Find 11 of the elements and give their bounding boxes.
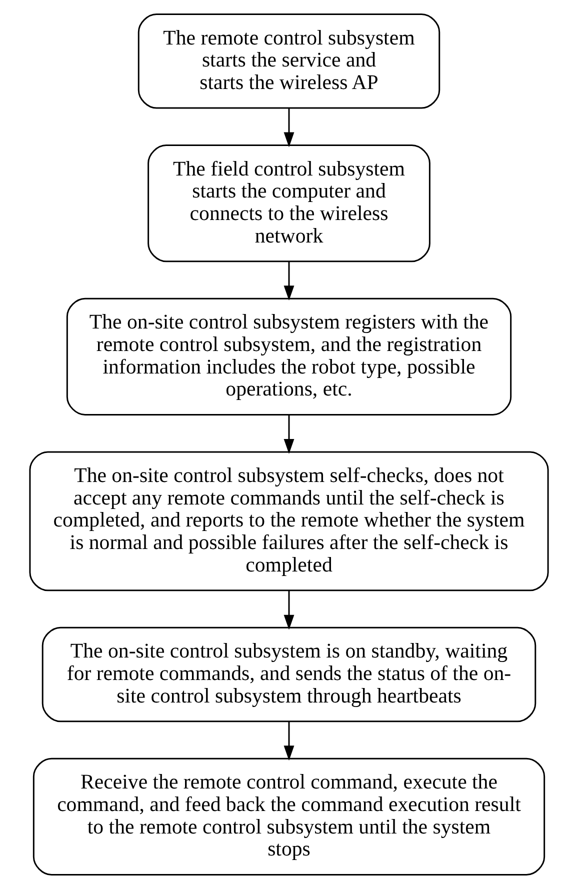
arrow — [283, 108, 294, 148]
node-box: The on-site control subsystem registers with the remote control subsystem, and the registration information includes the robot type, possible operations, etc. — [66, 298, 512, 416]
arrow — [283, 722, 294, 761]
arrow — [283, 262, 294, 300]
node-box: The on-site control subsystem is on standby, waiting for remote commands, and sends the status of the on-site control subsystem through heartbeats — [41, 626, 536, 722]
arrow — [283, 415, 294, 454]
arrow — [283, 590, 294, 630]
node-box: The on-site control subsystem self-checks, does not accept any remote commands until the self-check is completed, and reports to the remote whether the system is normal and possible failures after the self-check is completed — [28, 451, 548, 592]
node-box: The remote control subsystem starts the service and starts the wireless AP — [137, 14, 440, 109]
node-box: The field control subsystem starts the computer and connects to the wireless network — [147, 144, 430, 262]
node-box: Receive the remote control command, execute the command, and feed back the command execution result to the remote control subsystem until the system stops — [32, 758, 545, 876]
